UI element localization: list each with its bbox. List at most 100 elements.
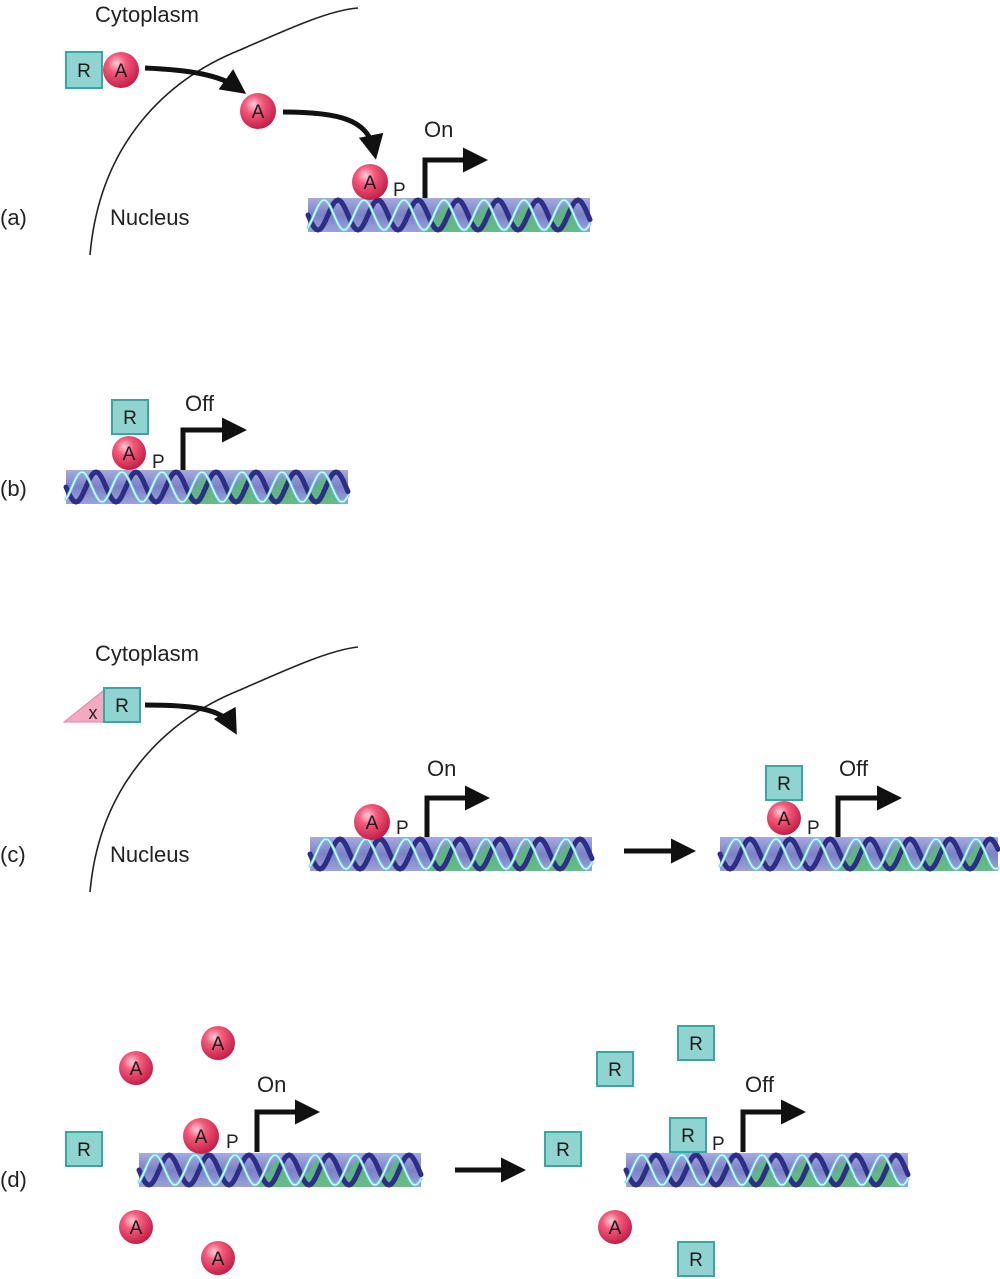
dna-helix (623, 1152, 911, 1188)
activator-bound: A (352, 164, 388, 200)
panel-c: (c) Cytoplasm Nucleus x R A P On R A (0, 641, 1000, 893)
transcription-arrow (180, 417, 247, 470)
dna-strand (719, 838, 999, 870)
dna-helix (307, 836, 595, 872)
repressor-free: R (544, 1131, 582, 1167)
activator-bound: A (354, 804, 390, 840)
repressor-bound: R (669, 1117, 707, 1153)
panel-c-label: (c) (0, 842, 26, 867)
dna-strand (136, 1152, 424, 1188)
activator-bound: A (767, 801, 801, 835)
state-label-off: Off (839, 756, 869, 781)
dna-strand (309, 838, 593, 870)
activator-label: A (364, 173, 377, 194)
activator-label: A (115, 61, 128, 82)
activator-label: A (252, 102, 265, 123)
state-label-on: On (427, 756, 456, 781)
state-label-on: On (257, 1072, 286, 1097)
panel-a-nucleus-label: Nucleus (110, 205, 189, 230)
activator-label: A (195, 1127, 208, 1148)
dna-strand (717, 836, 1000, 872)
activator-bound: A (112, 436, 146, 470)
promoter-label: P (152, 452, 165, 473)
inhibitor-label: x (89, 703, 98, 723)
activator-free: A (119, 1051, 153, 1085)
transcription-arrow (254, 1099, 320, 1152)
dna-helix (136, 1152, 424, 1188)
transport-arrow-1 (144, 65, 247, 94)
panel-b: (b) R A P Off (0, 391, 351, 505)
transport-arrow (144, 702, 237, 735)
dna-strand (63, 469, 351, 505)
dna-strand (305, 197, 593, 233)
repressor-label: R (689, 1250, 703, 1271)
repressor-activator-complex: R A (65, 51, 139, 89)
transport-arrow-2 (282, 109, 384, 160)
nuclear-membrane (89, 7, 359, 256)
dna-helix (63, 469, 351, 505)
dna-helix (305, 197, 593, 233)
transcription-arrow (740, 1099, 806, 1152)
state-label-on: On (424, 117, 453, 142)
repressor-label: R (608, 1060, 622, 1081)
repressor-label: R (681, 1126, 695, 1147)
inhibitor-repressor-complex: x R (62, 687, 141, 723)
panel-b-label: (b) (0, 476, 27, 501)
activator-label: A (212, 1249, 225, 1270)
activator-label: A (609, 1218, 622, 1239)
activator-free: A (201, 1026, 235, 1060)
repressor-free: R (677, 1025, 715, 1061)
dna-strand (625, 1154, 909, 1186)
repressor-free: R (596, 1051, 634, 1087)
activator-label: A (123, 444, 136, 465)
dna-strand (307, 836, 595, 872)
panel-c-cytoplasm-label: Cytoplasm (95, 641, 199, 666)
dna-strand (138, 1154, 422, 1186)
repressor-label: R (123, 408, 137, 429)
dna-strand (65, 471, 349, 503)
panel-c-nucleus-label: Nucleus (110, 842, 189, 867)
repressor-label: R (77, 1140, 91, 1161)
promoter-label: P (226, 1132, 239, 1153)
activator (103, 52, 139, 88)
activator-free: A (598, 1210, 632, 1244)
repressor-free: R (65, 1131, 103, 1167)
dna-helix (717, 836, 1000, 872)
promoter-label: P (396, 818, 409, 839)
repressor-label: R (115, 696, 129, 717)
inhibitor (62, 688, 105, 723)
activator-free: A (240, 93, 276, 129)
nuclear-membrane (89, 646, 359, 893)
panel-a-label: (a) (0, 205, 27, 230)
panel-a-cytoplasm-label: Cytoplasm (95, 2, 199, 27)
transcription-arrow (422, 147, 488, 198)
panel-d: (d) A P On A A A A R R P Off R R R R A (0, 1025, 911, 1277)
transcription-arrow (424, 785, 490, 837)
activator-label: A (212, 1034, 225, 1055)
state-label-off: Off (745, 1072, 775, 1097)
transcription-arrow (835, 785, 902, 837)
activator-label: A (778, 809, 791, 830)
activator-label: A (130, 1059, 143, 1080)
activator-free: A (119, 1210, 153, 1244)
repressor-label: R (777, 774, 791, 795)
repressor-label: R (689, 1034, 703, 1055)
activator-bound: A (183, 1118, 219, 1154)
repressor-free: R (677, 1241, 715, 1277)
repressor-label: R (77, 61, 91, 82)
repressor-bound: R (765, 765, 803, 801)
repressor-label: R (556, 1140, 570, 1161)
state-label-off: Off (185, 391, 215, 416)
activator-free: A (201, 1241, 235, 1275)
repressor (65, 51, 103, 89)
dna-strand (307, 199, 591, 231)
panel-a: (a) Cytoplasm Nucleus R A A A P On (0, 2, 593, 256)
activator-label: A (130, 1218, 143, 1239)
panel-d-label: (d) (0, 1167, 27, 1192)
activator-label: A (366, 813, 379, 834)
promoter-label: P (393, 180, 406, 201)
repressor-bound: R (111, 399, 149, 435)
repressor (103, 687, 141, 723)
promoter-label: P (712, 1134, 725, 1155)
